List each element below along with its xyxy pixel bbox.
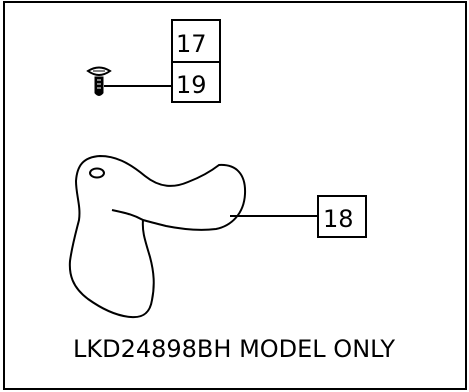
handle-part-18 — [68, 154, 247, 319]
outer-border — [3, 1, 467, 390]
callout-box-19 — [171, 61, 221, 103]
callout-box-18 — [317, 195, 367, 238]
callout-label-19: 19 — [176, 71, 207, 99]
model-caption: LKD24898BH MODEL ONLY — [73, 335, 395, 363]
screw-part-19 — [86, 66, 112, 96]
callout-label-17: 17 — [176, 30, 207, 58]
handle-screw-hole — [89, 167, 105, 179]
callout-label-18: 18 — [323, 205, 354, 233]
